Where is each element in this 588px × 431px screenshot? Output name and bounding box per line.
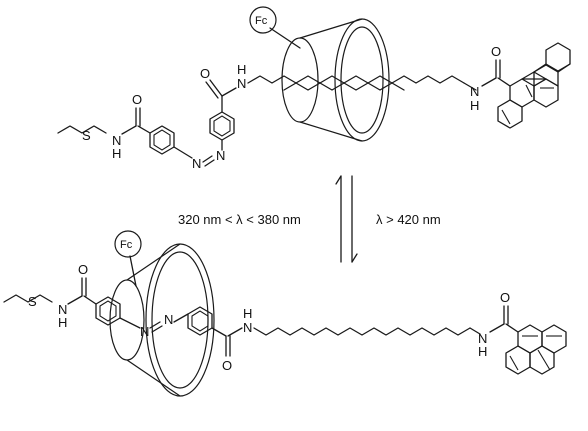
bottom-atom-o-left: O [78, 262, 88, 277]
top-amide-left-bond [121, 125, 137, 135]
top-atom-s: S [82, 128, 91, 143]
bottom-atom-h-right: H [478, 344, 487, 359]
bottom-atom-azo-a: N [140, 324, 149, 339]
top-methylthio-chain [57, 125, 107, 134]
top-atom-n-left: N [112, 133, 121, 148]
bottom-atom-n-mid: N [243, 320, 252, 335]
top-atom-azo-b: N [216, 148, 225, 163]
arrow-up-head [335, 175, 342, 185]
top-rotaxane: S N H O N N O H N N [57, 6, 571, 171]
bottom-atom-o-right: O [500, 290, 510, 305]
bottom-rotaxane: S N H O N N O N H N H [3, 230, 567, 397]
bottom-atom-o-mid: O [222, 358, 232, 373]
top-atom-h-right: H [470, 98, 479, 113]
top-alkyl-chain [247, 75, 465, 84]
condition-backward-label: λ > 420 nm [376, 212, 441, 227]
top-atom-n-mid: N [237, 76, 246, 91]
bottom-atom-s: S [28, 294, 37, 309]
top-ferrocene-circle [249, 6, 277, 34]
bottom-atom-h-left: H [58, 315, 67, 330]
top-azo-double-bond [202, 155, 213, 163]
top-atom-h-left: H [112, 146, 121, 161]
bottom-ferrocene-circle [114, 230, 142, 258]
top-atom-azo-a: N [192, 156, 201, 171]
top-ferrocene-label: Fc [255, 15, 268, 27]
top-atom-o-right: O [491, 44, 501, 59]
top-atom-n-right: N [470, 84, 479, 99]
bottom-anthracene [505, 324, 567, 375]
bottom-atom-n-right: N [478, 331, 487, 346]
top-anthracene [497, 42, 571, 129]
bottom-atom-n-left: N [58, 302, 67, 317]
bottom-methylthio-chain [3, 294, 53, 303]
bottom-alkyl-chain [253, 327, 471, 336]
bottom-atom-h-mid: H [243, 306, 252, 321]
condition-forward-label: 320 nm < λ < 380 nm [178, 212, 301, 227]
top-atom-o-left: O [132, 92, 142, 107]
bottom-cyclodextrin-ring [109, 243, 215, 397]
bottom-atom-azo-b: N [164, 312, 173, 327]
top-atom-o-mid: O [200, 66, 210, 81]
top-atom-h-mid: H [237, 62, 246, 77]
photo-switch-arrows [335, 175, 358, 263]
top-ferrocene-linker [269, 27, 301, 49]
top-carbonyl-mid [209, 79, 223, 97]
top-cyclodextrin-ring [281, 18, 390, 142]
bottom-ferrocene-linker [129, 255, 137, 287]
bottom-ferrocene-label: Fc [120, 239, 133, 251]
arrow-down-head [351, 253, 358, 263]
